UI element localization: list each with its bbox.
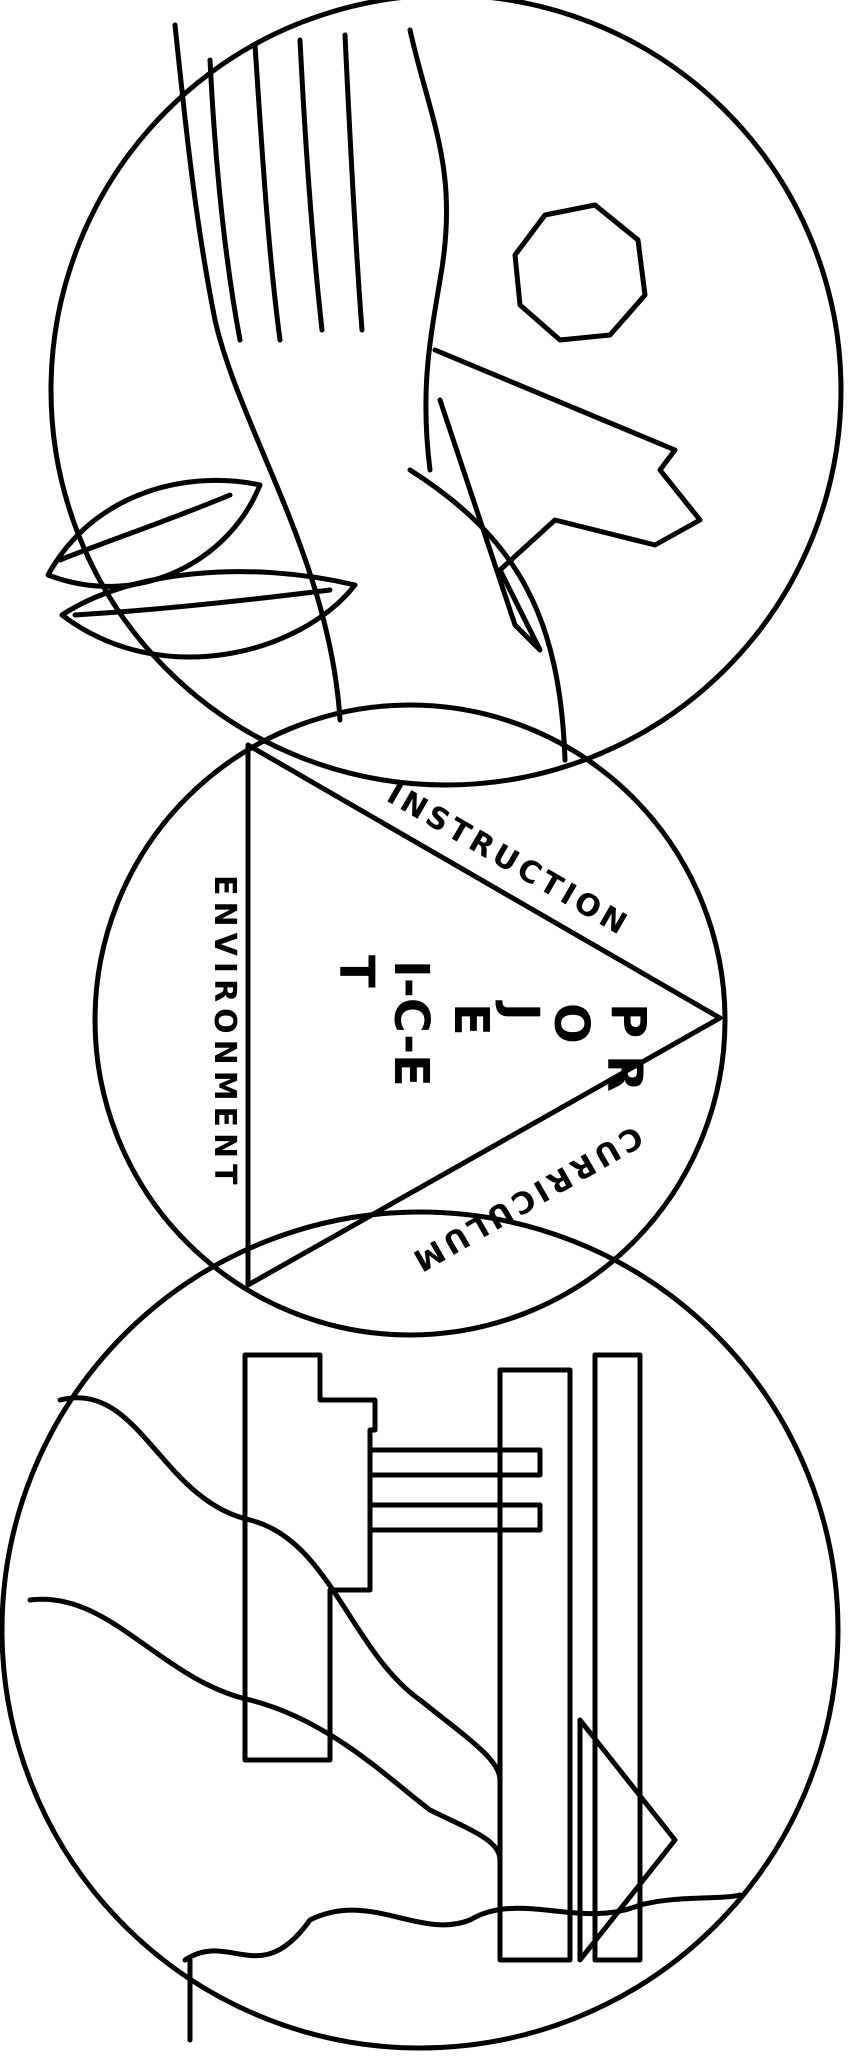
hill-line-2 (30, 1599, 500, 1860)
project-wordmark: P R O J E I-C-E T (328, 955, 656, 1092)
project-letter-o: O (543, 1003, 599, 1044)
project-letter-r: R (596, 1055, 652, 1092)
ground-line (185, 1895, 740, 1960)
factory-block-right (500, 1370, 570, 1960)
label-curriculum: CURRICULUM (404, 1118, 649, 1280)
pipe-lower (370, 1505, 540, 1530)
project-final-t: T (328, 955, 384, 988)
pipe-upper (370, 1450, 540, 1475)
label-instruction: INSTRUCTION (381, 777, 636, 944)
label-environment: ENVIRONMENT (207, 875, 242, 1191)
project-letter-j: J (493, 1000, 549, 1021)
factory-tower (595, 1355, 640, 1960)
project-letter-e: E (443, 1003, 499, 1036)
bark-line-2 (255, 45, 280, 340)
pennant-shape (435, 350, 700, 650)
trunk-left-edge (175, 25, 340, 720)
industry-scene-circle (2, 1212, 838, 2048)
project-middle-ice: I-C-E (383, 960, 439, 1087)
top-circle-outline (51, 0, 841, 785)
hill-line-1 (60, 1398, 500, 1780)
project-letter-p: P (600, 1003, 656, 1038)
bark-line-3 (300, 40, 322, 330)
bark-line-1 (210, 60, 240, 340)
bark-line-4 (345, 35, 362, 330)
sun-icon (515, 205, 645, 340)
nature-scene-circle (48, 0, 841, 785)
emblem-circle: INSTRUCTION CURRICULUM ENVIRONMENT P R O… (95, 705, 725, 1335)
